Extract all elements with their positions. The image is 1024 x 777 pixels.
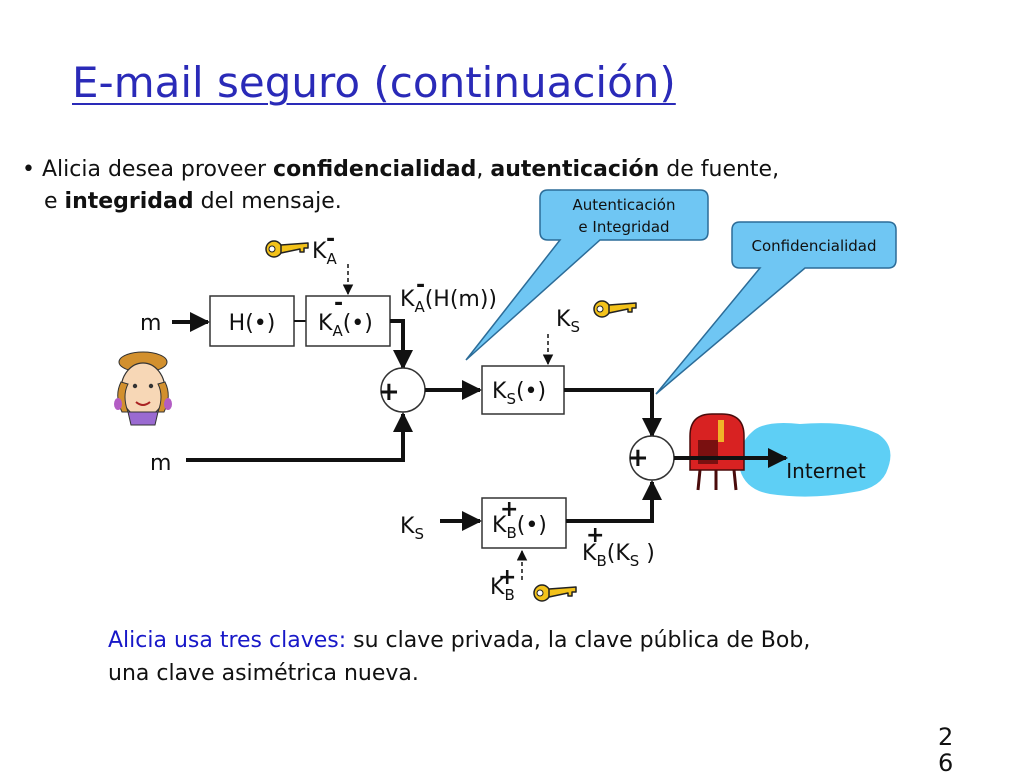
sign-block-sup: - xyxy=(334,291,343,316)
key-ka-sup: - xyxy=(326,227,335,252)
bullet-text-3: de fuente, xyxy=(659,157,780,182)
sign-block: KA(•) - xyxy=(305,291,391,347)
slide-title: E-mail seguro (continuación) xyxy=(72,58,676,107)
key-ka-label: KA xyxy=(312,239,337,268)
bullet-marker: • xyxy=(22,157,35,182)
signature-label: KA(H(m)) xyxy=(400,287,497,316)
bullet-text-2: , xyxy=(476,157,491,182)
internet-cloud: Internet xyxy=(739,423,891,497)
callout-auth-line-2: e Integridad xyxy=(578,218,669,236)
note-lead: Alicia usa tres claves: xyxy=(108,628,347,653)
bullet-bold-autenticacion: autenticación xyxy=(490,157,660,182)
bullet-bold-integridad: integridad xyxy=(64,189,194,214)
bullet-text-5: del mensaje. xyxy=(193,189,342,214)
sign-block-label: KA(•) xyxy=(318,311,373,340)
key-ka-icon xyxy=(265,240,309,258)
key-kb-label: KB xyxy=(490,575,515,604)
pub-block-label: KB(•) xyxy=(492,513,547,542)
encrypted-key-sup: + xyxy=(586,523,604,548)
symmetric-block-label: KS(•) xyxy=(492,379,546,408)
callout-autenticacion-integridad: Autenticación e Integridad xyxy=(465,189,709,361)
hash-block-label: H(•) xyxy=(229,311,276,336)
arrow-pub-to-plus2 xyxy=(566,480,662,523)
key-ks-icon xyxy=(593,300,637,318)
summary-note: Alicia usa tres claves: su clave privada… xyxy=(108,624,988,690)
page-number: 26 xyxy=(938,723,954,777)
pub-block-sup: + xyxy=(500,497,518,522)
encrypted-key-label: KB(KS ) xyxy=(582,541,655,570)
arrow-sym-to-plus2 xyxy=(564,388,662,438)
note-line-2: una clave asimétrica nueva. xyxy=(108,661,419,686)
internet-label: Internet xyxy=(786,459,866,483)
mailbox-icon xyxy=(689,413,745,491)
bullet-bold-confidencialidad: confidencialidad xyxy=(273,157,477,182)
signature-label-sup: - xyxy=(416,273,425,298)
input-m-top: m xyxy=(140,311,161,336)
callout-confidencialidad: Confidencialidad xyxy=(655,221,897,395)
arrow-sign-to-plus1 xyxy=(390,319,413,370)
callout-conf-text: Confidencialidad xyxy=(751,237,876,255)
key-kb-icon xyxy=(533,584,577,602)
callout-auth-line-1: Autenticación xyxy=(573,196,676,214)
bullet-line-2: e integridad del mensaje. xyxy=(22,186,922,218)
symmetric-encrypt-block: KS(•) xyxy=(481,365,565,415)
plus-sign-1: + xyxy=(378,377,400,407)
bullet-text-1: Alicia desea proveer xyxy=(41,157,274,182)
key-ks-label: KS xyxy=(556,307,580,336)
arrow-m-to-plus1 xyxy=(186,412,413,462)
plus-sign-2: + xyxy=(627,443,649,473)
intro-bullet: • Alicia desea proveer confidencialidad,… xyxy=(22,154,922,218)
bullet-text-4: e xyxy=(44,189,65,214)
ks-input-label: KS xyxy=(400,514,424,543)
input-m-bottom: m xyxy=(150,451,171,476)
note-rest: su clave privada, la clave pública de Bo… xyxy=(346,628,811,653)
hash-block: H(•) xyxy=(209,295,295,347)
alice-face-icon xyxy=(114,351,172,426)
public-key-encrypt-block: KB(•) + xyxy=(481,497,567,549)
key-kb-sup: + xyxy=(498,565,516,590)
